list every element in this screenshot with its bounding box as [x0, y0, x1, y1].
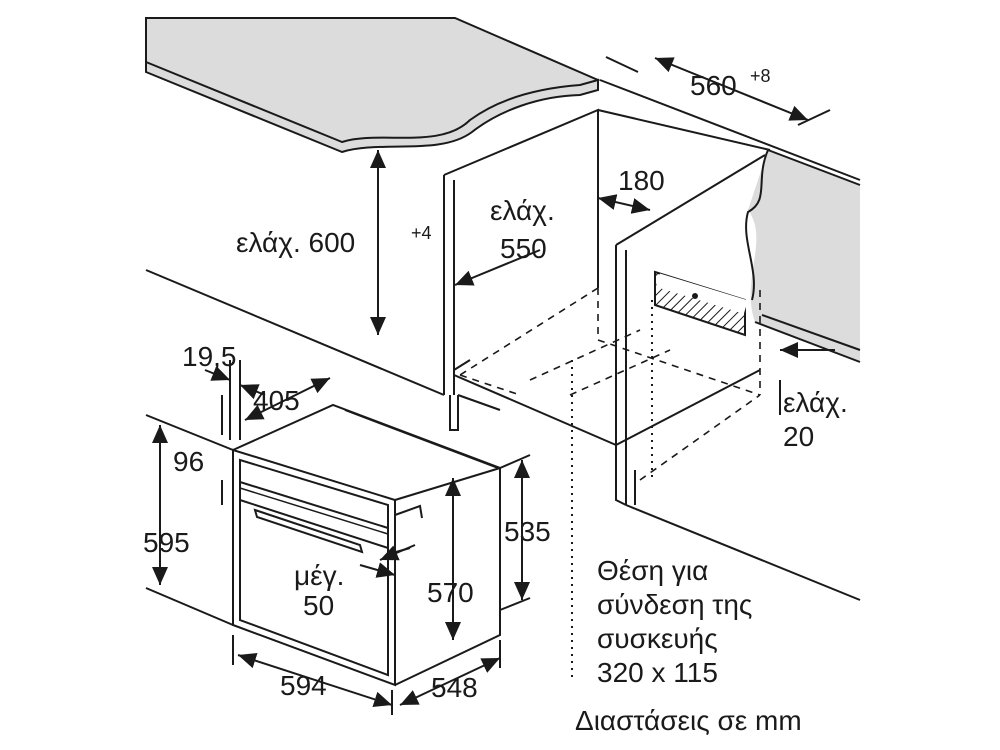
label-560-tol: +8 [750, 66, 771, 86]
label-max-50-b: 50 [303, 590, 334, 621]
label-405: 405 [253, 385, 300, 416]
label-min-20-a: ελάχ. [783, 387, 848, 418]
side-wall [745, 149, 861, 363]
label-594: 594 [280, 670, 327, 701]
dimension-labels: 560 +8 ελάχ. 600 +4 ελάχ. 550 180 19,5 4… [143, 66, 848, 703]
connection-note: Θέση για σύνδεση της συσκευής 320 x 115 … [575, 555, 802, 736]
label-548: 548 [431, 672, 478, 703]
label-min-20-b: 20 [783, 421, 814, 452]
label-180: 180 [618, 165, 665, 196]
connection-box [654, 270, 748, 337]
label-min-550-a: ελάχ. [490, 195, 555, 226]
countertop [145, 17, 601, 154]
dimension-lines [145, 56, 835, 715]
label-560: 560 [690, 70, 737, 101]
units-note: Διαστάσεις σε mm [575, 705, 802, 736]
hidden-lines [459, 287, 761, 680]
label-96: 96 [173, 446, 204, 477]
label-570: 570 [427, 577, 474, 608]
conn-line-1: Θέση για [597, 555, 708, 586]
label-535: 535 [504, 516, 551, 547]
label-max-50-a: μέγ. [294, 560, 344, 591]
label-595: 595 [143, 527, 190, 558]
label-min-600: ελάχ. 600 [236, 227, 355, 258]
conn-line-4: 320 x 115 [597, 657, 718, 688]
label-min-550-b: 550 [500, 233, 547, 264]
label-600-tol: +4 [411, 223, 432, 243]
niche-cabinet [145, 79, 861, 601]
label-19-5: 19,5 [182, 341, 237, 372]
oven [232, 403, 501, 687]
conn-line-3: συσκευής [597, 623, 718, 654]
conn-line-2: σύνδεση της [597, 589, 752, 620]
